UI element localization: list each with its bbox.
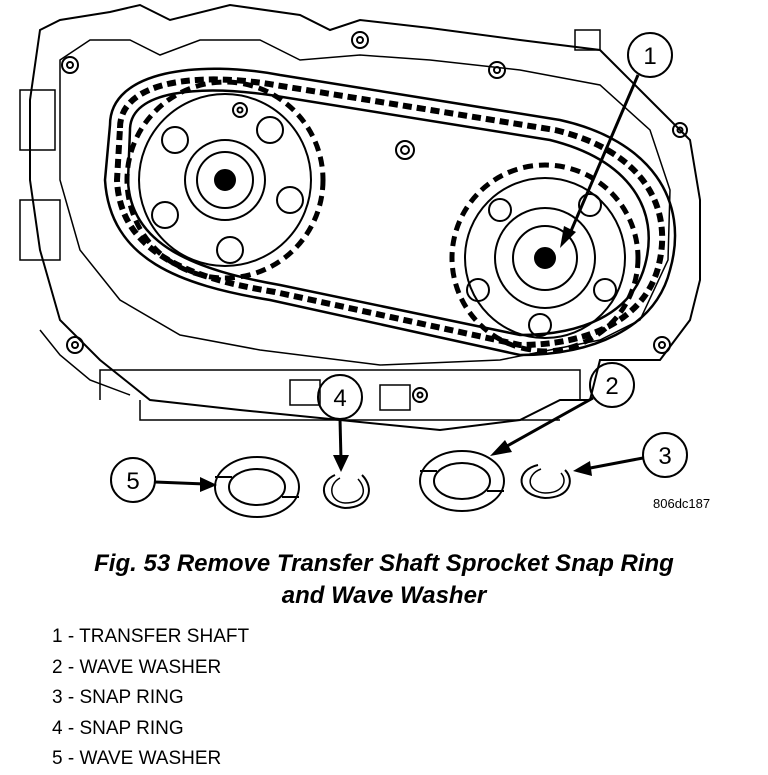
legend-item: 3 - SNAP RING [52,687,184,708]
caption-line-2: and Wave Washer [281,582,487,609]
technical-illustration: 1 2 3 4 5 [19,3,711,518]
svg-text:3: 3 [658,443,671,470]
legend-item: 4 - SNAP RING [52,717,184,739]
svg-text:5: 5 [126,468,139,495]
legend-item: 1 - TRANSFER SHAFT [52,626,250,647]
wave-washer-left [214,456,300,518]
drive-chain [103,67,677,357]
snap-ring-left [322,474,370,510]
legend-item: 5 - WAVE WASHER [52,748,222,769]
legend-item: 2 - WAVE WASHER [52,656,222,678]
callout-5: 5 [110,457,217,503]
transfer-shaft-sprocket [449,162,641,354]
transfer-case-housing [19,3,701,432]
callout-3: 3 [573,432,688,478]
drive-sprocket [124,79,326,281]
svg-text:4: 4 [333,385,346,412]
wave-washer-right [419,450,505,512]
callout-1: 1 [560,32,673,248]
svg-text:2: 2 [605,373,618,400]
caption-line-1: Fig. 53 Remove Transfer Shaft Sprocket S… [94,550,674,577]
snap-ring-right [520,464,571,500]
figure-code: 806dc187 [653,496,711,511]
parts-legend: 1 - TRANSFER SHAFT 2 - WAVE WASHER 3 - S… [52,622,249,775]
callout-2: 2 [490,362,635,456]
callout-4: 4 [317,374,363,472]
figure-caption: Fig. 53 Remove Transfer Shaft Sprocket S… [0,548,768,612]
svg-text:1: 1 [643,43,656,70]
